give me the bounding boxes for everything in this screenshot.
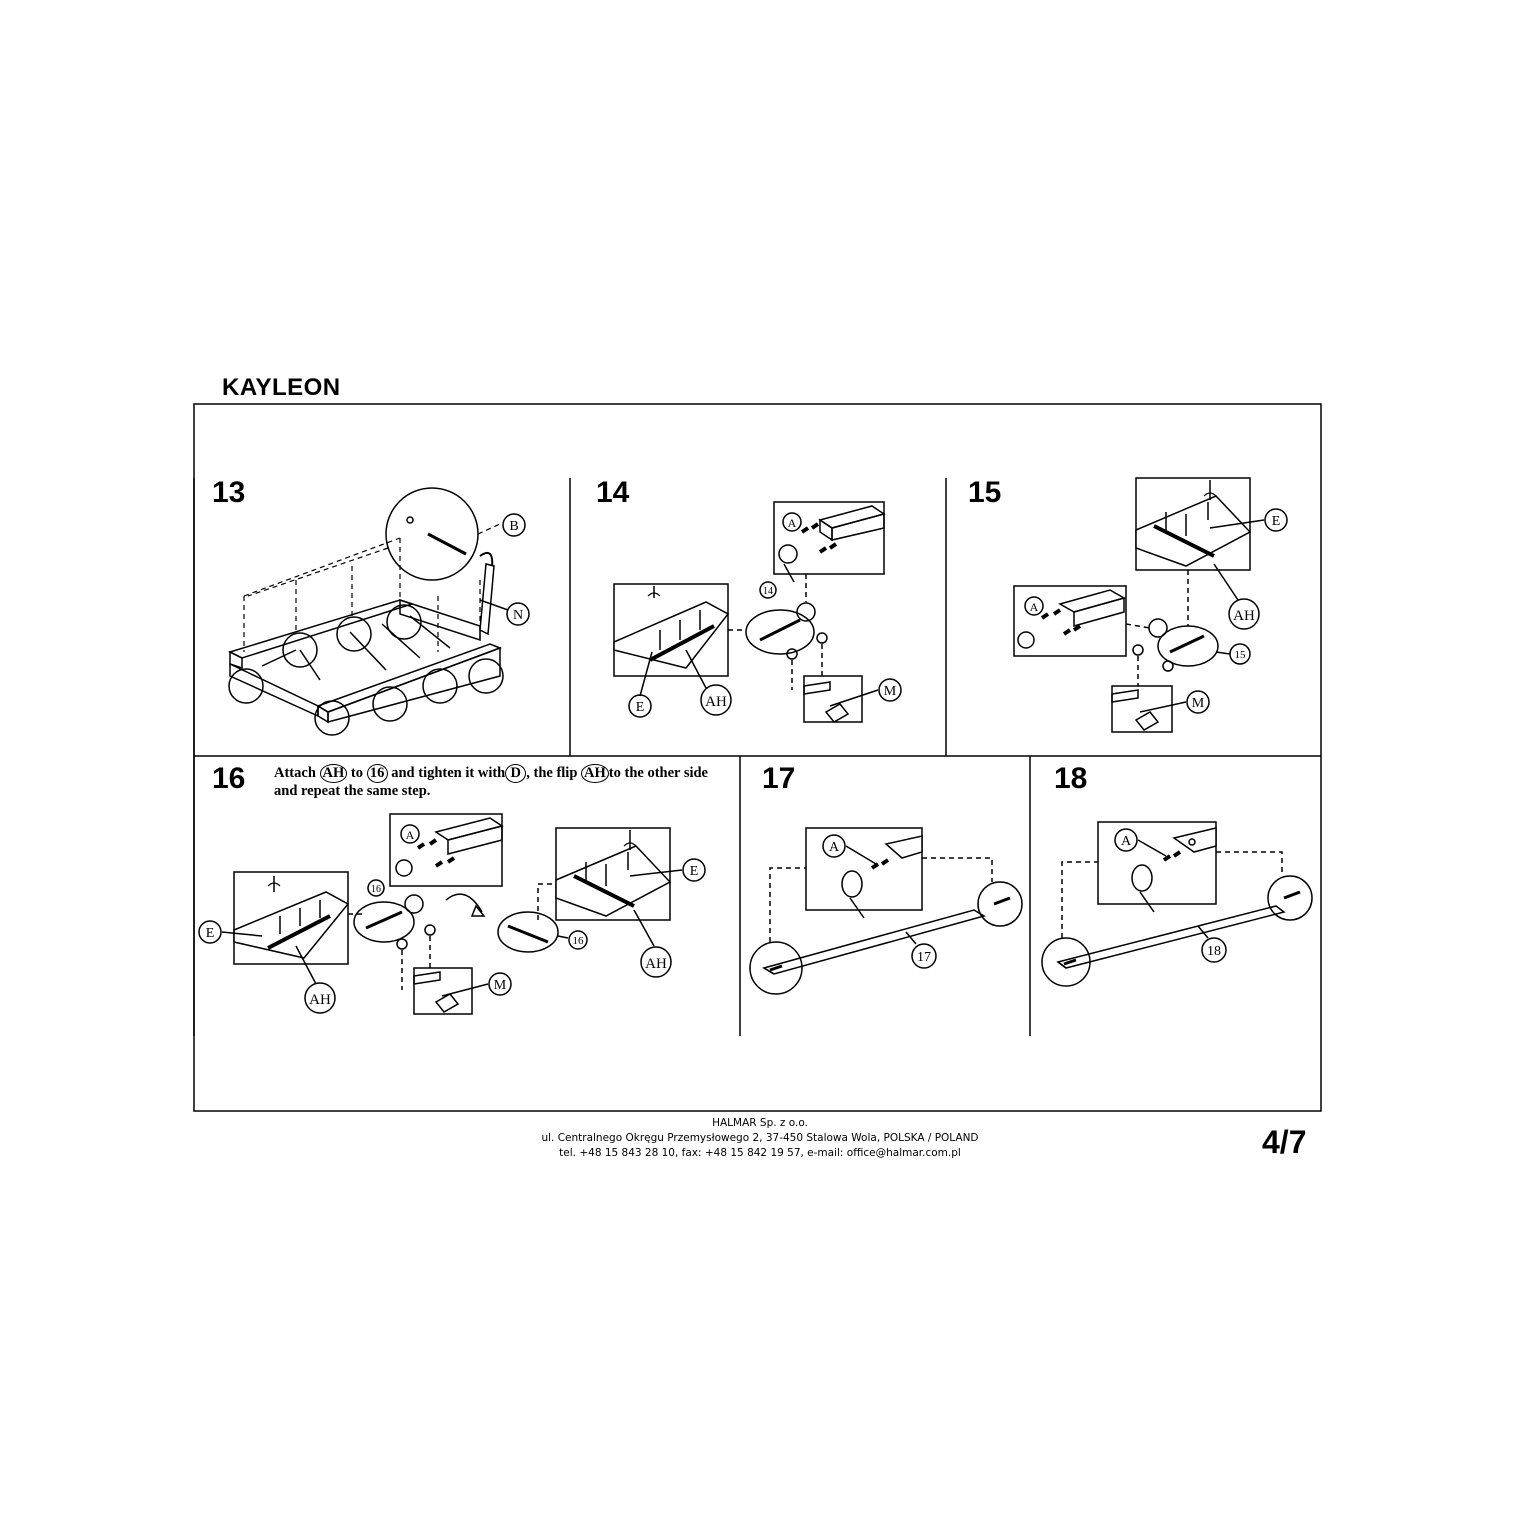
step-15-illustration: E A AH 15 M [1013,477,1288,733]
step-number-17: 17 [762,762,796,795]
step-18-illustration: A 18 [1041,821,1313,987]
part-ref-16: 16 [366,764,388,783]
part-label-AH-text: AH [309,992,331,1008]
part-label-E-text: E [1272,514,1281,529]
step-14-illustration: A 14 M E AH [613,501,902,723]
part-ref-D: D [505,764,527,783]
step-13-illustration: B N [227,487,530,736]
part-label-16b-text: 16 [573,935,585,947]
part-label-AH-text: AH [1233,608,1255,624]
part-label-E-text: E [690,864,699,879]
part-label-A-text: A [829,840,840,855]
part-label-N-text: N [513,608,523,623]
part-label-AH-text: AH [645,956,667,972]
step-17-illustration: A 17 [749,827,1023,995]
part-label-16-text: 16 [371,884,381,895]
step-number-14: 14 [596,476,630,509]
part-label-N [506,602,530,626]
part-label-A-text: A [1121,834,1132,849]
part-label-E-text: E [636,700,645,715]
part-label-M-text: M [884,684,897,699]
part-label-A-text: A [406,828,415,842]
part-label-A-text: A [788,516,797,530]
part-label-17-text: 17 [917,950,931,965]
step-number-18: 18 [1054,762,1088,795]
step-16-illustration: A 16 E AH M E [198,813,706,1015]
part-ref-AH: AH [319,764,348,783]
page-number: 4/7 [1262,1124,1307,1160]
part-label-14-text: 14 [763,586,773,597]
company-name: HALMAR Sp. z o.o. [712,1117,808,1129]
company-contact: tel. +48 15 843 28 10, fax: +48 15 842 1… [559,1147,961,1159]
step-number-15: 15 [968,476,1002,509]
document-title: KAYLEON [222,374,341,401]
part-label-E-text: E [206,926,215,941]
part-label-AH-text: AH [705,694,727,710]
page-frame [193,403,1322,1112]
part-label-B-text: B [509,519,518,534]
part-label-18-text: 18 [1207,944,1221,959]
part-label-A-text: A [1030,600,1039,614]
company-address: ul. Centralnego Okręgu Przemysłowego 2, … [541,1132,979,1144]
instruction-line-2: and repeat the same step. [274,783,431,799]
part-label-M-text: M [494,978,507,993]
part-label-M-text: M [1192,696,1205,711]
part-label-15-text: 15 [1235,649,1247,661]
step-number-13: 13 [212,476,246,509]
part-ref-AH-2: AH [581,764,609,783]
part-label-B [502,513,526,537]
company-footer: HALMAR Sp. z o.o. ul. Centralnego Okręgu… [410,1116,1110,1161]
step-number-16: 16 [212,762,246,795]
